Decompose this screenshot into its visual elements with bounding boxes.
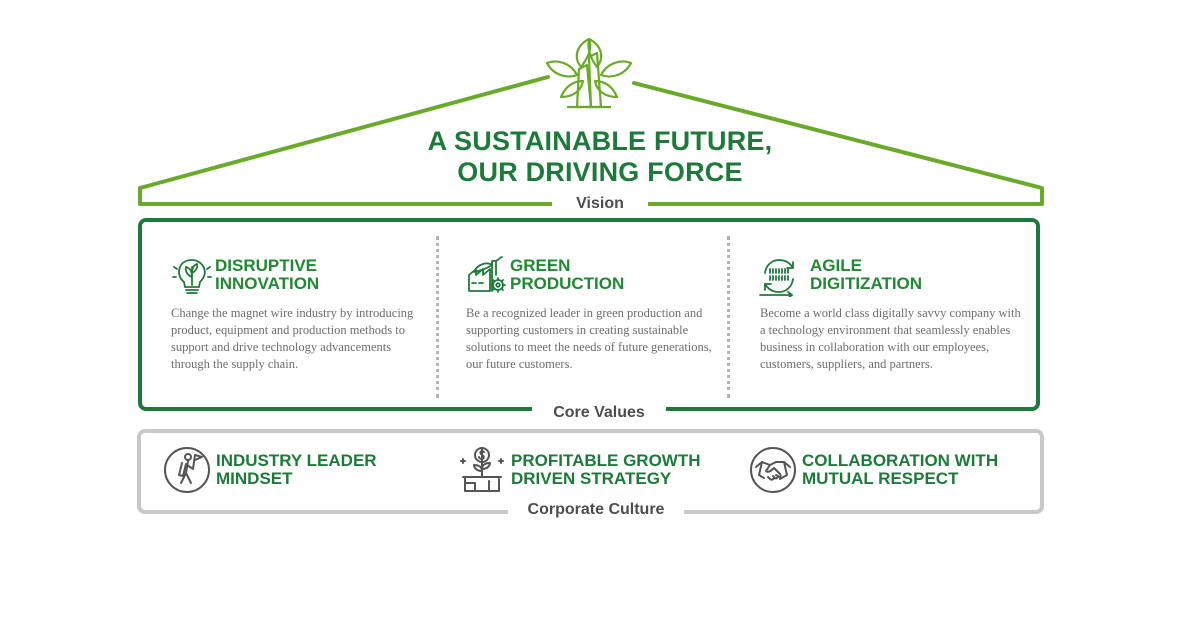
pillar-title-line1: DISRUPTIVE xyxy=(215,256,318,275)
pillar-title-line1: AGILE xyxy=(810,256,862,275)
culture-profitable-growth: PROFITABLE GROWTH DRIVEN STRATEGY xyxy=(457,445,727,495)
pillar-green-production: GREEN PRODUCTION Be a recognized leader … xyxy=(466,255,728,395)
lightbulb-leaf-icon xyxy=(172,259,212,294)
culture-title-line2: MINDSET xyxy=(216,469,293,488)
culture-industry-leader: INDUSTRY LEADER MINDSET xyxy=(162,445,422,495)
mountain-climber-flag-icon xyxy=(164,447,210,493)
vision-title-line2: OUR DRIVING FORCE xyxy=(457,157,743,187)
pillar-title-line2: DIGITIZATION xyxy=(810,274,923,293)
culture-title-line2: DRIVEN STRATEGY xyxy=(511,469,672,488)
pillar-title: AGILE DIGITIZATION xyxy=(810,257,922,293)
culture-title-line1: PROFITABLE GROWTH xyxy=(511,451,701,470)
money-plant-growth-icon xyxy=(460,447,504,492)
vision-roof xyxy=(138,75,1044,206)
pillar-title-line1: GREEN xyxy=(510,256,571,275)
vision-title-line1: A SUSTAINABLE FUTURE, xyxy=(427,126,773,156)
pillar-agile-digitization: AGILE DIGITIZATION Become a world class … xyxy=(758,255,1021,395)
handshake-icon xyxy=(750,447,796,493)
vision-label: Vision xyxy=(552,195,648,213)
corporate-culture-label: Corporate Culture xyxy=(508,501,684,519)
pillar-title-line2: INNOVATION xyxy=(215,274,320,293)
pillar-description: Be a recognized leader in green producti… xyxy=(466,306,712,371)
culture-title: INDUSTRY LEADER MINDSET xyxy=(216,452,377,488)
pillar-disruptive-innovation: DISRUPTIVE INNOVATION Change the magnet … xyxy=(171,255,433,395)
core-values-label: Core Values xyxy=(532,404,666,422)
digital-cycle-icon xyxy=(759,259,794,297)
vision-title: A SUSTAINABLE FUTURE, OUR DRIVING FORCE xyxy=(350,126,850,188)
pillar-description: Become a world class digitally savvy com… xyxy=(760,306,1021,371)
culture-title: COLLABORATION WITH MUTUAL RESPECT xyxy=(802,452,998,488)
pillar-description: Change the magnet wire industry by intro… xyxy=(171,306,414,371)
core-divider-2 xyxy=(727,236,730,398)
culture-title: PROFITABLE GROWTH DRIVEN STRATEGY xyxy=(511,452,701,488)
pillar-title: DISRUPTIVE INNOVATION xyxy=(215,257,319,293)
core-divider-1 xyxy=(436,236,439,398)
culture-collaboration: COLLABORATION WITH MUTUAL RESPECT xyxy=(748,445,1018,495)
leaf-logo-icon xyxy=(545,37,633,109)
factory-leaf-icon xyxy=(468,256,506,293)
pillar-title-line2: PRODUCTION xyxy=(510,274,625,293)
culture-title-line1: COLLABORATION WITH xyxy=(802,451,999,470)
culture-title-line1: INDUSTRY LEADER xyxy=(216,451,377,470)
culture-title-line2: MUTUAL RESPECT xyxy=(802,469,959,488)
pillar-title: GREEN PRODUCTION xyxy=(510,257,624,293)
